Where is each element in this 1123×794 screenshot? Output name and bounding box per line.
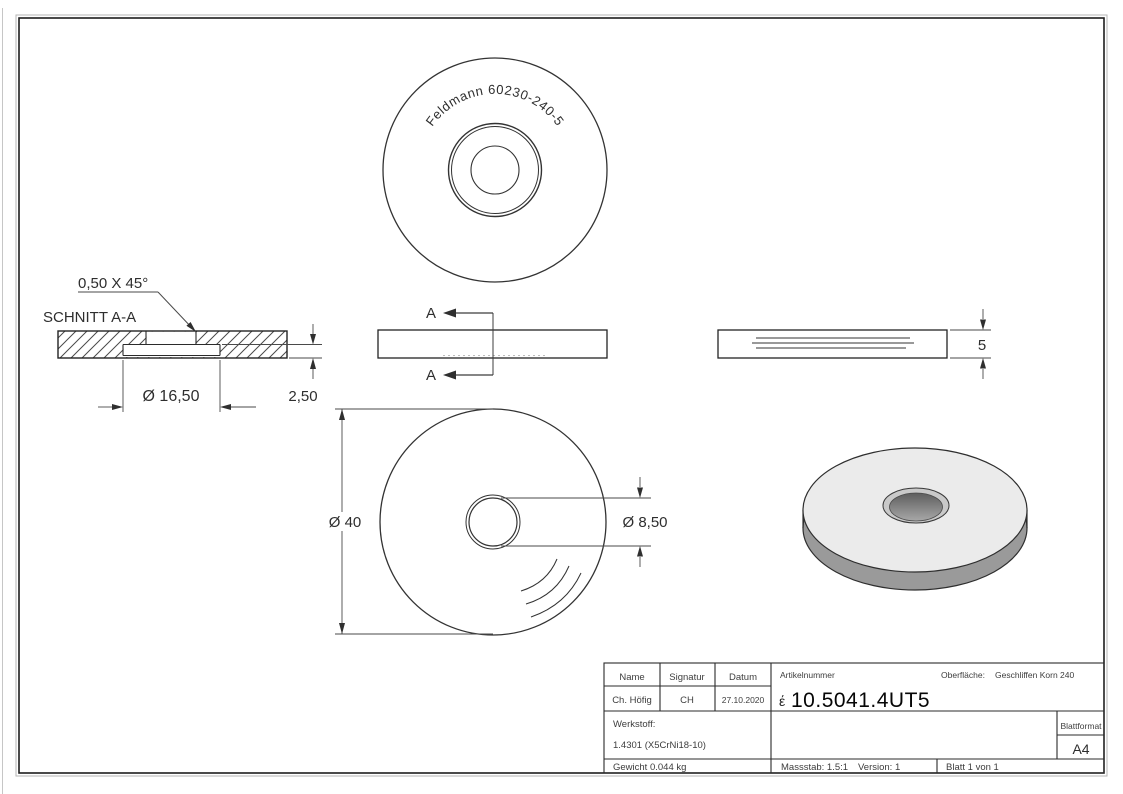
hole-diameter-text: Ø 8,50 <box>622 514 667 531</box>
tb-blattformat-label: Blattformat <box>1060 721 1102 731</box>
cut-view <box>377 308 608 380</box>
outer-diameter-text: Ø 40 <box>329 514 362 531</box>
dim-arrow-icon <box>637 487 643 498</box>
chamfer-callout: 0,50 X 45° <box>78 275 196 332</box>
dim-arrow-icon <box>220 404 231 410</box>
countersink-depth-dimension <box>222 324 322 379</box>
hole-diameter-dimension <box>501 477 651 567</box>
cut-label-top: A <box>426 305 436 322</box>
tb-werkstoff-value: 1.4301 (X5CrNi18-10) <box>613 740 706 751</box>
top-view <box>382 57 608 283</box>
dim-arrow-icon <box>112 404 123 410</box>
thickness-dimension <box>950 309 991 379</box>
tb-massstab: Massstab: 1.5:1 <box>781 762 848 773</box>
dim-arrow-icon <box>339 409 345 420</box>
tb-name: Ch. Höfig <box>612 695 652 706</box>
tb-blatt: Blatt 1 von 1 <box>946 762 999 773</box>
tb-artikelnummer-prefix: έ <box>779 693 785 709</box>
tb-oberflaeche-value: Geschliffen Korn 240 <box>995 670 1074 680</box>
outer-diameter-dimension <box>335 408 493 635</box>
isometric-view <box>802 447 1028 591</box>
tb-signatur: CH <box>680 695 694 706</box>
leader-arrow-icon <box>186 322 196 332</box>
dim-arrow-icon <box>310 334 316 345</box>
dim-arrow-icon <box>310 358 316 369</box>
tb-version: Version: 1 <box>858 762 900 773</box>
top-view-marking-text: Feldmann 60230-240-5 <box>423 82 567 129</box>
section-arrow-icon <box>443 308 456 318</box>
tb-artikelnummer-label: Artikelnummer <box>780 670 835 680</box>
title-block-text: Name Signatur Datum Ch. Höfig CH 27.10.2… <box>612 670 1102 773</box>
tb-werkstoff-label: Werkstoff: <box>613 719 655 730</box>
chamfer-dim-text: 0,50 X 45° <box>78 275 148 292</box>
dim-arrow-icon <box>637 546 643 557</box>
countersink-diameter-text: Ø 16,50 <box>143 388 200 405</box>
tb-col-datum: Datum <box>729 672 757 683</box>
front-view <box>379 408 607 636</box>
dim-arrow-icon <box>980 358 986 369</box>
tb-datum: 27.10.2020 <box>722 695 765 705</box>
tb-col-signatur: Signatur <box>669 672 704 683</box>
countersink-diameter-dimension <box>98 360 256 412</box>
dim-arrow-icon <box>980 319 986 330</box>
side-view <box>717 329 948 359</box>
drawing-frame <box>15 14 1108 777</box>
cut-label-bottom: A <box>426 367 436 384</box>
tb-artikelnummer: 10.5041.4UT5 <box>791 689 930 712</box>
thickness-text: 5 <box>978 337 986 354</box>
dim-arrow-icon <box>339 623 345 634</box>
section-title: SCHNITT A-A <box>43 309 136 326</box>
title-block <box>603 662 1105 774</box>
tb-oberflaeche-label: Oberfläche: <box>941 670 985 680</box>
tb-blattformat-value: A4 <box>1072 741 1089 757</box>
top-view-marking: Feldmann 60230-240-5 <box>423 82 568 129</box>
section-arrow-icon <box>443 370 456 380</box>
countersink-depth-text: 2,50 <box>288 388 317 405</box>
tb-gewicht: Gewicht 0.044 kg <box>613 762 686 773</box>
tb-col-name: Name <box>619 672 644 683</box>
